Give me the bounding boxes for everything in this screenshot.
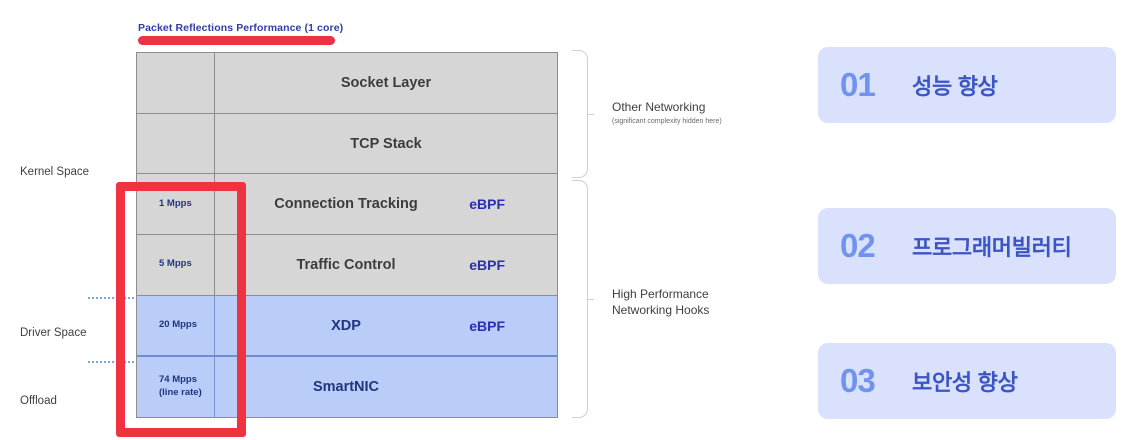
feature-panel-1-number: 01 — [840, 66, 876, 103]
feature-panel-3-number: 03 — [840, 362, 876, 399]
bracket-networking-hooks — [572, 180, 594, 418]
layer-rate-note: (line rate) — [159, 387, 202, 399]
stack-layer: Socket Layer — [137, 53, 557, 114]
ebpf-tag: eBPF — [469, 317, 505, 334]
layer-rate: 74 Mpps(line rate) — [137, 357, 215, 418]
space-label-driver: Driver Space — [20, 327, 87, 339]
layer-rate-value: 74 Mpps — [159, 374, 198, 386]
layer-name: Connection Tracking — [274, 196, 418, 213]
feature-panel-3-label: 보안성 향상 — [912, 370, 1018, 395]
layer-name: Traffic Control — [296, 256, 396, 273]
stack-layer: 20 Mpps XDP eBPF — [137, 295, 557, 357]
feature-panel-3[interactable]: 03 보안성 향상 — [818, 343, 1116, 419]
layer-rate: 5 Mpps — [137, 235, 215, 295]
layer-rate-value: 20 Mpps — [159, 319, 198, 331]
divider-driver-space — [88, 297, 138, 299]
chart-title: Packet Reflections Performance (1 core) — [138, 22, 344, 34]
layer-name: TCP Stack — [350, 135, 422, 152]
layer-name: SmartNIC — [312, 379, 380, 396]
feature-panel-2-number: 02 — [840, 227, 876, 264]
stack-layer: 1 Mpps Connection Tracking eBPF — [137, 174, 557, 236]
ebpf-tag: eBPF — [469, 256, 505, 273]
layer-rate — [137, 53, 215, 113]
stack-layer: 5 Mpps Traffic Control eBPF — [137, 235, 557, 296]
stack-layer: TCP Stack — [137, 113, 557, 175]
layer-name: Socket Layer — [340, 74, 432, 91]
space-label-kernel: Kernel Space — [20, 166, 90, 178]
bracket-other-title: Other Networking — [612, 100, 706, 114]
feature-panel-1[interactable]: 01 성능 향상 — [818, 47, 1116, 123]
feature-panel-1-label: 성능 향상 — [912, 74, 998, 99]
space-label-offload: Offload — [20, 395, 57, 407]
feature-panel-2-label: 프로그래머빌러티 — [912, 235, 1072, 260]
layer-rate-value: 1 Mpps — [159, 197, 192, 209]
divider-offload-space — [88, 361, 138, 363]
layer-rate — [137, 113, 215, 174]
bracket-other-networking — [572, 50, 594, 178]
bracket-hooks-title: High Performance Networking Hooks — [612, 287, 710, 317]
bracket-other-subtitle: (significant complexity hidden here) — [612, 117, 722, 125]
stack-layer: 74 Mpps(line rate) SmartNIC — [137, 356, 557, 418]
layer-rate: 20 Mpps — [137, 295, 215, 356]
ebpf-tag: eBPF — [469, 196, 505, 213]
layer-rate-value: 5 Mpps — [159, 258, 192, 270]
layer-rate: 1 Mpps — [137, 174, 215, 235]
bracket-label-networking-hooks: High Performance Networking Hooks — [612, 287, 709, 318]
bracket-label-other-networking: Other Networking (significant complexity… — [612, 100, 722, 125]
layer-name: XDP — [331, 317, 361, 334]
title-underline — [138, 36, 335, 45]
feature-panel-2[interactable]: 02 프로그래머빌러티 — [818, 208, 1116, 284]
